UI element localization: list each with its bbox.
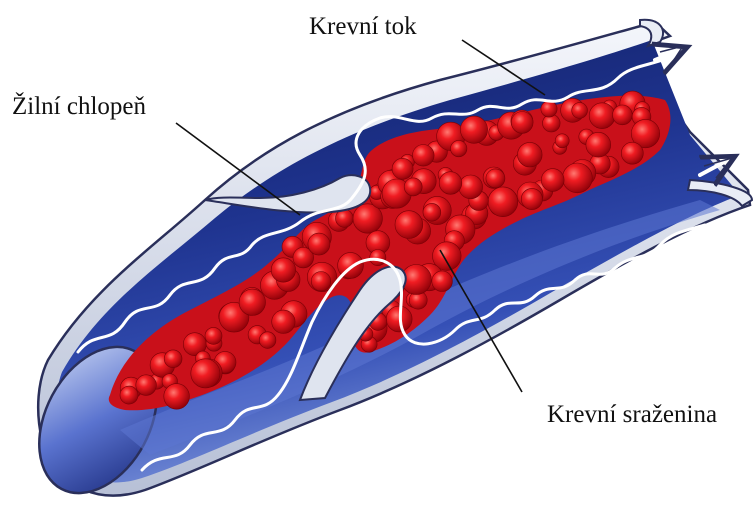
clot-globule <box>459 175 483 199</box>
clot-globule <box>586 132 611 157</box>
clot-globule <box>451 140 467 156</box>
clot-globule <box>205 327 222 344</box>
clot-globule <box>613 105 633 125</box>
clot-globule <box>589 103 615 129</box>
clot-globule <box>511 112 533 134</box>
clot-globule <box>239 289 265 315</box>
clot-globule <box>259 332 276 349</box>
clot-globule <box>370 250 386 266</box>
clot-globule <box>404 178 422 196</box>
clot-globule <box>311 272 330 291</box>
clot-globule <box>563 163 593 193</box>
clot-globule <box>460 116 487 143</box>
clot-globule <box>120 386 138 404</box>
label-blood-flow: Krevní tok <box>309 14 417 39</box>
clot-globule <box>555 134 569 148</box>
label-venous-valve: Žilní chlopeň <box>12 94 146 119</box>
clot-globule <box>486 169 505 188</box>
clot-globule <box>423 203 441 221</box>
clot-globule <box>521 188 542 209</box>
label-blood-clot: Krevní sraženina <box>547 402 717 427</box>
clot-globule <box>439 172 462 195</box>
clot-globule <box>272 310 295 333</box>
clot-globule <box>392 158 413 179</box>
clot-globule <box>136 375 157 396</box>
clot-globule <box>572 103 588 119</box>
clot-globule <box>541 169 564 192</box>
clot-globule <box>518 142 543 167</box>
clot-globule <box>413 145 435 167</box>
clot-globule <box>164 384 190 410</box>
clot-globule <box>621 142 643 164</box>
clot-globule <box>191 359 220 388</box>
clot-globule <box>395 211 423 239</box>
clot-globule <box>271 258 295 282</box>
clot-globule <box>164 350 182 368</box>
clot-globule <box>541 101 557 117</box>
clot-globule <box>432 271 453 292</box>
clot-globule <box>488 187 518 217</box>
clot-globule <box>308 233 330 255</box>
